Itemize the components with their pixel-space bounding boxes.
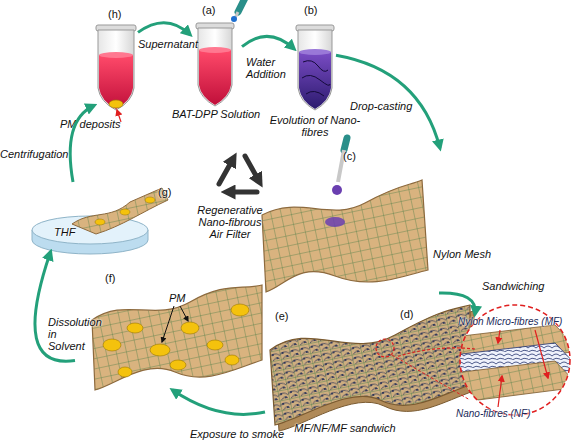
node-caption: BAT-DPP Solution — [165, 108, 267, 120]
illustration-node: (d) Nylon Micro-fibres (MF) Nano-fibres (N… — [398, 300, 578, 425]
sandwich-filter — [270, 305, 474, 431]
illustration-node: (f) PM — [75, 272, 270, 390]
stage-letter: (f) — [105, 272, 135, 284]
stage-letter: (c) — [343, 150, 373, 162]
step-label: Dissolution in Solvent — [48, 316, 96, 352]
stage-letter: (b) — [304, 4, 334, 16]
step-label: Exposure to smoke — [190, 428, 300, 440]
stage-letter: (h) — [108, 8, 138, 20]
stage-letter: (a) — [202, 4, 232, 16]
pipette — [332, 138, 347, 195]
illustration-node: (h)PM deposits — [94, 8, 138, 130]
petri-dish — [32, 188, 168, 254]
process-arrow — [439, 293, 475, 314]
stage-letter: (d) — [400, 308, 430, 320]
step-label: Sandwiching — [482, 280, 562, 292]
node-caption: MF/NF/MF sandwich — [285, 422, 405, 434]
stage-letter: (e) — [275, 310, 305, 322]
layer-label: Nano-fibres (NF) — [456, 408, 556, 420]
layer-label: Nylon Micro-fibres (MF) — [458, 316, 576, 328]
illustration-node: (a)BAT-DPP Solution — [190, 4, 242, 126]
zoom-circle — [445, 305, 580, 415]
stage-letter: (g) — [158, 186, 188, 198]
tube-b — [296, 25, 334, 110]
illustration-node: (g)THF — [28, 182, 178, 252]
solvent-label: THF — [54, 226, 94, 238]
particle-label: PM — [169, 292, 199, 304]
step-label: Water Addition — [246, 56, 290, 80]
tube-h — [96, 25, 136, 122]
process-arrow — [173, 390, 266, 414]
tube-a — [196, 23, 234, 106]
loaded-filter — [92, 285, 262, 390]
process-arrow — [242, 36, 294, 48]
process-arrow — [70, 106, 94, 182]
node-caption: Nylon Mesh — [433, 248, 493, 260]
node-caption: PM deposits — [60, 118, 140, 130]
illustration-node: (e) MF/NF/MF sandwich — [265, 300, 475, 440]
pipette — [231, 0, 246, 22]
recycle-symbol — [219, 156, 259, 192]
nylon-mesh — [262, 180, 428, 292]
step-label: Supernatant — [138, 38, 202, 50]
step-label: Centrifugation — [0, 148, 80, 160]
illustration-node: (b)Evolution of Nano-fibres — [294, 4, 336, 132]
illustration-node: (c)Nylon Mesh — [255, 148, 485, 293]
step-label: Drop-casting — [350, 100, 420, 112]
process-arrow — [138, 23, 190, 35]
center-caption: Regenerative Nano-fibrous Air Filter — [192, 204, 268, 240]
process-arrow — [336, 55, 440, 148]
zoom-leader — [398, 348, 475, 356]
node-caption: Evolution of Nano-fibres — [269, 114, 361, 138]
